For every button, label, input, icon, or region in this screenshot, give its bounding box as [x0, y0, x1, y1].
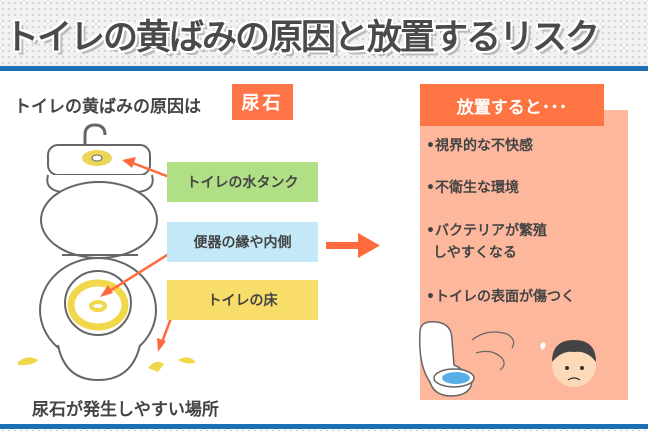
risk-item: •視界的な不快感	[426, 138, 533, 154]
risk-item: •バクテリアが繁殖	[426, 223, 547, 239]
label-bowl-rim: 便器の縁や内側	[167, 222, 318, 262]
toilet-illustration	[18, 123, 196, 382]
bottom-pattern	[0, 429, 648, 432]
risk-heading: 放置すると･･･	[420, 84, 604, 126]
risk-item-continued: しやすくなる	[433, 245, 517, 261]
bottom-divider	[0, 424, 648, 429]
floor-stains	[18, 357, 196, 372]
risk-item: •不衛生な環境	[426, 180, 519, 196]
smelly-toilet-illustration	[418, 320, 596, 397]
header-banner: トイレの黄ばみの原因と放置するリスク	[0, 0, 648, 66]
cause-tag: 尿石	[232, 84, 293, 120]
right-arrow-icon	[326, 233, 380, 258]
worried-boy-icon	[552, 343, 596, 387]
page-title: トイレの黄ばみの原因と放置するリスク	[4, 18, 600, 58]
odor-lines-icon	[471, 331, 515, 371]
cause-heading: トイレの黄ばみの原因は	[14, 97, 201, 117]
risk-item: •トイレの表面が傷つく	[426, 289, 575, 305]
top-divider	[0, 66, 648, 71]
bowl-stain	[67, 279, 129, 331]
label-floor: トイレの床	[167, 280, 318, 320]
locations-caption: 尿石が発生しやすい場所	[32, 400, 219, 420]
label-water-tank: トイレの水タンク	[167, 162, 318, 202]
